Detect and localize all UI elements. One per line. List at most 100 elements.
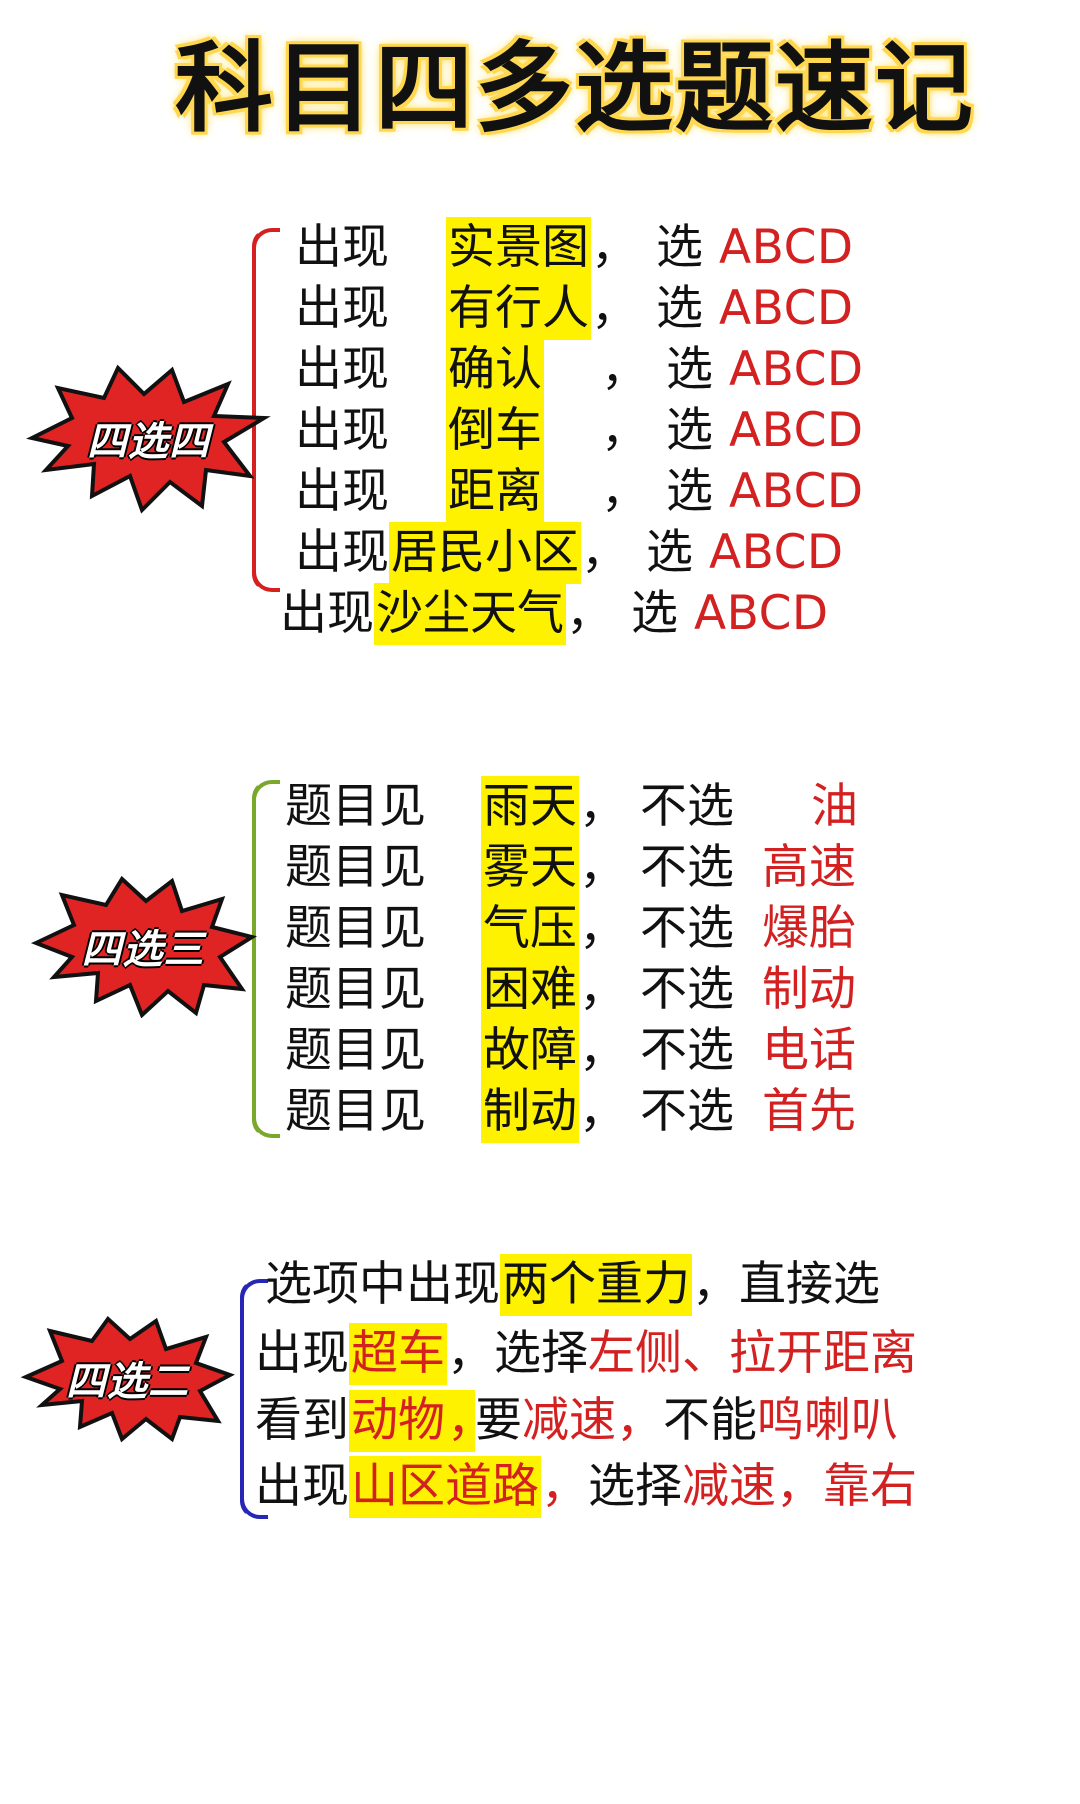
row-prefix: 题目见	[285, 901, 426, 956]
row-sep: ，	[566, 586, 613, 641]
row-prefix: 题目见	[285, 962, 426, 1017]
row-text-c: ，直接选	[692, 1257, 880, 1312]
badge-label: 四选四	[87, 417, 210, 465]
row-highlight: 动物	[349, 1390, 447, 1452]
row-sep: ，	[591, 281, 638, 336]
burst-star-icon	[20, 1316, 235, 1443]
row-text-a: 看到	[255, 1393, 349, 1448]
row-answer: 电话	[762, 1023, 856, 1078]
list-item: 选项中出现两个重力，直接选	[265, 1254, 880, 1316]
list-item: 看到动物，要减速，不能鸣喇叭	[255, 1390, 898, 1452]
badge-label: 四选二	[66, 1358, 189, 1405]
badge-four-of-three: 四选三	[28, 873, 258, 1018]
row-prefix: 题目见	[285, 840, 426, 895]
section-four-of-two: 四选二 选项中出现两个重力，直接选 出现超车，选择左侧、拉开距离 看到动物，要减…	[0, 1245, 1080, 1565]
row-sep: ，	[579, 1023, 626, 1078]
row-answer: 首先	[762, 1084, 856, 1139]
row-highlight: 雾天	[481, 837, 579, 899]
row-answer: ABCD	[729, 464, 864, 519]
section-brace-green	[252, 780, 282, 1138]
row-highlight: 雨天	[481, 776, 579, 838]
section-four-of-three: 四选三 题目见雨天，不选油 题目见雾天，不选高速 题目见气压，不选爆胎 题目见困…	[0, 765, 1080, 1185]
page-title: 科目四多选题速记	[175, 31, 976, 146]
row-text-f: 鸣喇叭	[757, 1393, 898, 1448]
list-item: 题目见故障， 不选电话	[285, 1020, 856, 1082]
row-answer: 油	[811, 779, 858, 834]
row-highlight: 沙尘天气	[374, 583, 566, 645]
list-item: 出现 有行人， 选 ABCD	[295, 278, 854, 340]
row-verb: 选	[656, 220, 703, 275]
row-prefix: 出现	[295, 342, 389, 397]
row-sep: ，	[601, 464, 648, 519]
row-prefix: 题目见	[285, 1023, 426, 1078]
row-verb: 不选	[640, 962, 734, 1017]
row-verb: 不选	[640, 901, 734, 956]
list-item: 出现 实景图， 选 ABCD	[295, 217, 854, 279]
row-prefix: 题目见	[285, 779, 426, 834]
row-sep: ，	[591, 220, 638, 275]
row-prefix: 出现	[295, 281, 389, 336]
row-sep: ，	[579, 962, 626, 1017]
row-text-e: 不能	[663, 1393, 757, 1448]
row-highlight: 两个重力	[500, 1254, 692, 1316]
list-item: 题目见制动，不选首先	[285, 1081, 856, 1143]
row-prefix: 出现	[295, 220, 389, 275]
row-verb: 选	[666, 464, 713, 519]
row-text-a: 出现	[255, 1459, 349, 1514]
row-prefix: 出现	[295, 464, 389, 519]
row-text-d: 减速，靠右	[682, 1459, 917, 1514]
row-verb: 选	[646, 525, 693, 580]
row-punct: ，	[541, 1459, 588, 1514]
row-prefix: 出现	[280, 586, 374, 641]
row-highlight: 故障	[481, 1020, 579, 1082]
row-verb: 不选	[640, 1084, 734, 1139]
row-verb: 选	[666, 342, 713, 397]
row-highlight: 确认	[446, 339, 544, 401]
row-prefix: 出现	[295, 525, 389, 580]
row-highlight: 居民小区	[389, 522, 581, 584]
list-item: 题目见雨天， 不选 油	[285, 776, 858, 838]
row-text-d: 减速，	[522, 1393, 663, 1448]
row-highlight: 倒车	[446, 400, 544, 462]
row-sep: ，	[581, 525, 628, 580]
list-item: 题目见困难，不选制动	[285, 959, 856, 1021]
burst-star-icon	[30, 875, 258, 1018]
row-answer: ABCD	[719, 281, 854, 336]
list-item: 出现山区道路，选择减速，靠右	[255, 1456, 917, 1518]
row-highlight: 超车	[349, 1323, 447, 1385]
row-highlight: 实景图	[446, 217, 591, 279]
row-text-c: ，选择	[447, 1326, 588, 1381]
badge-four-of-two: 四选二	[20, 1313, 235, 1443]
row-text-d: 左侧、拉开距离	[588, 1326, 917, 1381]
section-brace-blue	[240, 1279, 270, 1519]
row-verb: 不选	[640, 1023, 734, 1078]
row-highlight: 制动	[481, 1081, 579, 1143]
row-highlight: 气压	[481, 898, 579, 960]
row-highlight: 距离	[446, 461, 544, 523]
row-verb: 不选	[640, 840, 734, 895]
row-verb: 不选	[640, 779, 734, 834]
row-sep: ，	[579, 840, 626, 895]
row-sep: ，	[579, 901, 626, 956]
row-answer: ABCD	[729, 342, 864, 397]
row-verb: 选	[666, 403, 713, 458]
row-sep: ，	[601, 403, 648, 458]
row-answer: ABCD	[729, 403, 864, 458]
row-sep: ，	[579, 779, 626, 834]
row-answer: ABCD	[719, 220, 854, 275]
row-highlight: 有行人	[446, 278, 591, 340]
row-verb: 选	[656, 281, 703, 336]
row-text-c: 要	[475, 1393, 522, 1448]
row-answer: 爆胎	[762, 901, 856, 956]
row-text-a: 出现	[255, 1326, 349, 1381]
list-item: 出现 距离 ， 选 ABCD	[295, 461, 864, 523]
row-verb: 选	[631, 586, 678, 641]
row-highlight: 山区道路	[349, 1456, 541, 1518]
row-sep: ，	[579, 1084, 626, 1139]
list-item: 题目见气压， 不选爆胎	[285, 898, 856, 960]
